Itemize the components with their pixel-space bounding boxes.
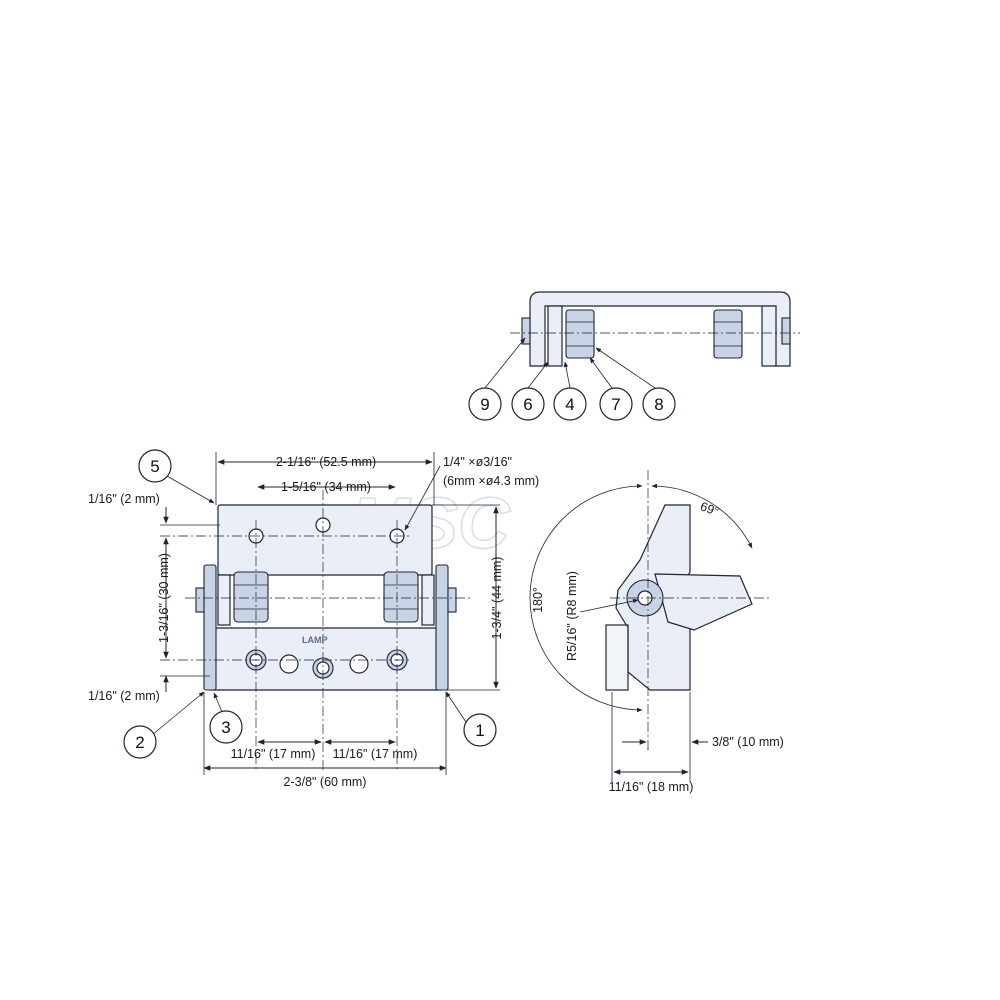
callout-5: 5 [138, 449, 172, 483]
svg-text:3: 3 [221, 718, 230, 737]
svg-text:5: 5 [150, 457, 159, 476]
dim-hole-vertical: 1-3/16" (30 mm) [157, 553, 171, 643]
front-view [160, 490, 470, 770]
front-leaders [151, 475, 467, 736]
callout-8: 8 [642, 387, 676, 421]
svg-text:7: 7 [611, 395, 620, 414]
svg-text:4: 4 [565, 395, 574, 414]
dim-overall-width: 2-3/8" (60 mm) [284, 775, 367, 789]
dim-right-hole-offset: 11/16" (17 mm) [333, 747, 418, 761]
dim-radius: R5/16" (R8 mm) [565, 571, 579, 661]
svg-text:1: 1 [475, 721, 484, 740]
dim-left-hole-offset: 11/16" (17 mm) [231, 747, 316, 761]
top-view-leaders [484, 337, 656, 389]
dim-bottom-edge: 1/16" (2 mm) [88, 689, 160, 703]
svg-text:9: 9 [480, 395, 489, 414]
dim-hole-spec-line1: 1/4" ×ø3/16" [443, 455, 512, 469]
dim-rotation-angle: 180° [531, 587, 545, 613]
dim-hole-spec-line2: (6mm ×ø4.3 mm) [443, 474, 539, 488]
dim-offset-small: 3/8" (10 mm) [712, 735, 784, 749]
side-dimensions [529, 483, 753, 782]
callout-6: 6 [511, 387, 545, 421]
dim-side-depth: 11/16" (18 mm) [609, 780, 694, 794]
svg-text:6: 6 [523, 395, 532, 414]
callout-4: 4 [553, 387, 587, 421]
svg-text:2: 2 [135, 733, 144, 752]
callout-2: 2 [123, 725, 157, 759]
dim-overall-height: 1-3/4" (44 mm) [490, 557, 504, 640]
dim-open-angle: 69° [698, 499, 721, 519]
brand-mark: LAMP [302, 635, 328, 645]
callout-3: 3 [209, 710, 243, 744]
callout-7: 7 [599, 387, 633, 421]
svg-text:8: 8 [654, 395, 663, 414]
top-view [510, 291, 800, 367]
side-view [605, 470, 770, 750]
front-dimensions [160, 452, 500, 775]
dim-top-edge: 1/16" (2 mm) [88, 492, 160, 506]
dim-overall-pin-span: 2-1/16" (52.5 mm) [276, 455, 376, 469]
dim-hole-spacing: 1-5/16" (34 mm) [281, 480, 371, 494]
callout-9: 9 [468, 387, 502, 421]
callout-1: 1 [463, 713, 497, 747]
